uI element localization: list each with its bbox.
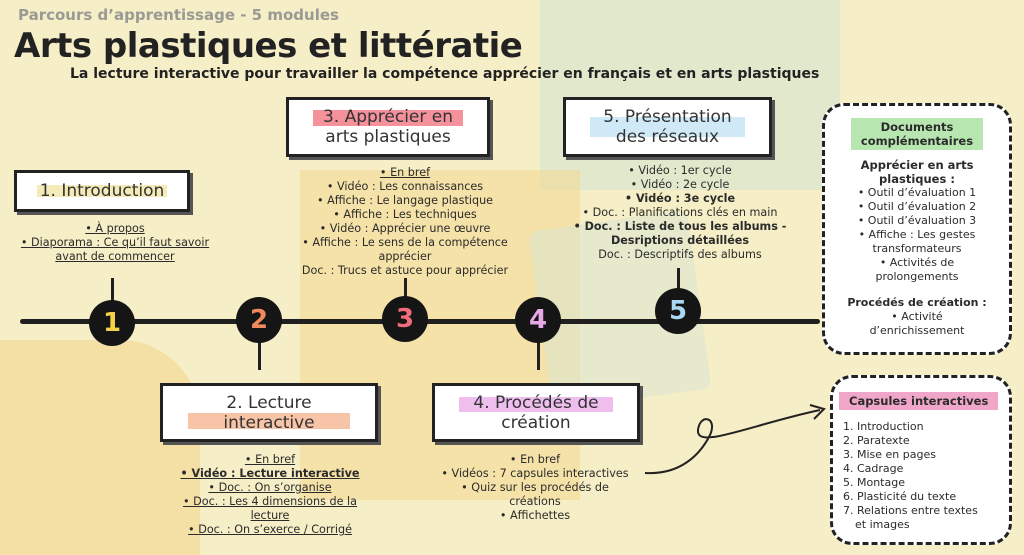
list-item[interactable]: 7. Relations entre textes xyxy=(843,504,978,517)
list-item[interactable]: • Doc. : Liste de tous les albums - xyxy=(573,220,787,233)
list-item[interactable]: • Affiche : Le sens de la compétence xyxy=(302,236,508,249)
list-item[interactable]: créations xyxy=(509,495,561,508)
list-item[interactable]: apprécier xyxy=(378,250,432,263)
list-item[interactable]: • Activités de xyxy=(879,256,955,269)
module-4-title-line1: 4. Procédés de xyxy=(473,392,599,413)
arrow-icon xyxy=(644,404,826,475)
connector xyxy=(537,322,540,370)
connector xyxy=(258,322,261,370)
list-item[interactable]: • Vidéo : 3e cycle xyxy=(624,192,736,205)
module-node-5[interactable]: 5 xyxy=(655,288,701,334)
link-en-bref[interactable]: • En bref xyxy=(244,453,296,466)
list-item[interactable]: 6. Plasticité du texte xyxy=(843,490,957,503)
list-item[interactable]: • Affiche : Les techniques xyxy=(333,208,477,221)
module-node-4[interactable]: 4 xyxy=(515,297,561,343)
list-item[interactable]: • Vidéo : 1er cycle xyxy=(628,164,732,177)
link-video-lecture[interactable]: • Vidéo : Lecture interactive xyxy=(180,467,360,480)
list-item[interactable]: • Vidéo : Les connaissances xyxy=(326,180,484,193)
list-item[interactable]: • Vidéo : 2e cycle xyxy=(630,178,730,191)
module-5-list: • Vidéo : 1er cycle • Vidéo : 2e cycle •… xyxy=(560,164,800,262)
list-item[interactable]: Doc. : Descriptifs des albums xyxy=(598,248,762,261)
module-3-list: • En bref • Vidéo : Les connaissances • … xyxy=(260,166,550,278)
list-item[interactable]: Doc. : Trucs et astuce pour apprécier xyxy=(301,264,509,277)
list-item[interactable]: 1. Introduction xyxy=(843,420,924,433)
module-1-title-box[interactable]: 1. Introduction xyxy=(14,170,190,212)
module-1-title: 1. Introduction xyxy=(39,181,165,201)
list-item[interactable]: d’enrichissement xyxy=(869,324,965,337)
module-3-title-line1: 3. Apprécier en xyxy=(322,107,454,127)
capsules-panel: Capsules interactives 1. Introduction 2.… xyxy=(830,375,1012,545)
link-doc[interactable]: • Doc. : On s’exerce / Corrigé xyxy=(188,523,352,536)
kicker: Parcours d’apprentissage - 5 modules xyxy=(18,6,339,24)
module-2-title-line1: 2. Lecture xyxy=(226,392,312,413)
link-diaporama[interactable]: • Diaporama : Ce qu’il faut savoir avant… xyxy=(20,236,210,263)
module-4-title-line2: création xyxy=(501,412,571,433)
link-doc[interactable]: • Doc. : Les 4 dimensions de la xyxy=(182,495,358,508)
background-shape xyxy=(540,0,840,190)
link-a-propos[interactable]: • À propos xyxy=(85,222,145,235)
page-subtitle: La lecture interactive pour travailler l… xyxy=(70,66,820,82)
module-2-title-line2: interactive xyxy=(223,412,315,433)
list-item[interactable]: • En bref xyxy=(509,453,561,466)
list-item[interactable]: • Affichettes xyxy=(499,509,571,522)
list-item[interactable]: transformateurs xyxy=(872,242,962,255)
list-item[interactable]: • Outil d’évaluation 3 xyxy=(857,214,977,227)
page-title: Arts plastiques et littératie xyxy=(14,26,523,66)
section-heading: Procédés de création : xyxy=(847,296,987,309)
list-item[interactable]: 5. Montage xyxy=(843,476,905,489)
module-2-list: • En bref • Vidéo : Lecture interactive … xyxy=(160,453,380,537)
link-doc[interactable]: • Doc. : On s’organise xyxy=(208,481,332,494)
module-node-2[interactable]: 2 xyxy=(236,297,282,343)
list-item[interactable]: • Activité xyxy=(891,310,943,323)
list-item[interactable]: • Outil d’évaluation 2 xyxy=(857,200,977,213)
module-5-title-line1: 5. Présentation xyxy=(603,107,732,127)
list-item[interactable]: • Quiz sur les procédés de xyxy=(461,481,609,494)
module-4-list: • En bref • Vidéos : 7 capsules interact… xyxy=(420,453,650,523)
list-item[interactable]: • Vidéos : 7 capsules interactives xyxy=(441,467,629,480)
list-item[interactable]: • Outil d’évaluation 1 xyxy=(857,186,977,199)
capsules-title: Capsules interactives xyxy=(839,392,999,410)
list-item[interactable]: • Doc. : Planifications clés en main xyxy=(582,206,778,219)
list-item[interactable]: 3. Mise en pages xyxy=(843,448,936,461)
link-doc[interactable]: lecture xyxy=(250,509,290,522)
module-5-title-line2: des réseaux xyxy=(615,127,720,147)
list-item[interactable]: • Affiche : Le langage plastique xyxy=(316,194,494,207)
list-item[interactable]: et images xyxy=(855,518,910,531)
list-item[interactable]: prolongements xyxy=(875,270,959,283)
list-item[interactable]: 4. Cadrage xyxy=(843,462,904,475)
module-node-3[interactable]: 3 xyxy=(382,296,428,342)
module-1-list: • À propos • Diaporama : Ce qu’il faut s… xyxy=(10,222,220,264)
link-en-bref[interactable]: • En bref xyxy=(379,166,431,179)
module-3-title-line2: arts plastiques xyxy=(325,127,451,147)
background-shape xyxy=(0,340,200,555)
list-item[interactable]: • Vidéo : Apprécier une œuvre xyxy=(319,222,491,235)
list-item[interactable]: 2. Paratexte xyxy=(843,434,910,447)
module-node-1[interactable]: 1 xyxy=(89,300,135,346)
list-item[interactable]: • Affiche : Les gestes xyxy=(858,228,976,241)
list-item[interactable]: Desriptions détaillées xyxy=(610,234,750,247)
